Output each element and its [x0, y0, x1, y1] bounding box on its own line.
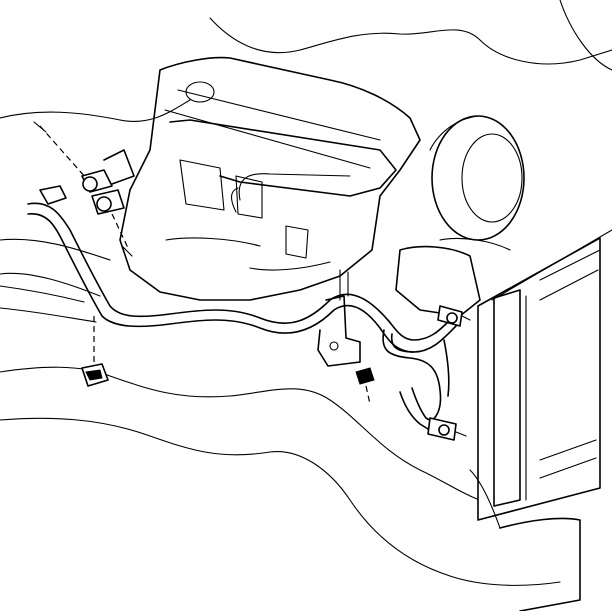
engine-block: [119, 56, 421, 301]
retaining-clip: [81, 316, 109, 387]
front-pulley: [395, 115, 525, 317]
lower-radiator-tank: [469, 469, 581, 611]
cylinder-head-cover: [169, 119, 397, 213]
oil-cooler-lines: [27, 202, 457, 435]
frame-rail: [0, 285, 97, 323]
line-fitting-upper-left: [33, 121, 135, 257]
radiator: [477, 229, 612, 521]
line-fitting-radiator: [427, 305, 471, 441]
bolt: [355, 367, 375, 405]
mounting-bracket: [317, 269, 361, 367]
